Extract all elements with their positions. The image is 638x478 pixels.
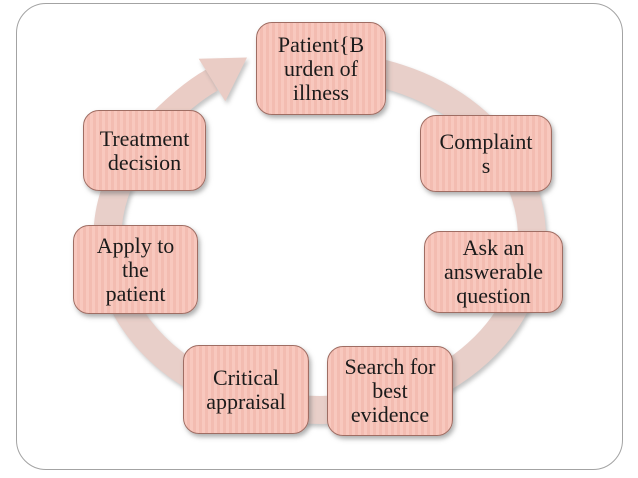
- step-text-line: decision: [107, 149, 182, 175]
- cycle-arrow-head: [198, 57, 247, 102]
- cycle-step-ask-an-answerable-question: Ask an answerable question: [424, 231, 563, 313]
- step-text-line: question: [456, 283, 531, 308]
- step-text-line: the: [122, 256, 149, 282]
- cycle-step-complaints: Complaint s: [420, 115, 552, 192]
- step-text-line: Patient{B: [277, 31, 365, 57]
- cycle-step-treatment-decision: Treatment decision: [83, 110, 206, 191]
- step-text-line: urden of: [284, 55, 358, 81]
- step-text-line: s: [481, 152, 491, 178]
- cycle-step-patient-burden-of-illness: Patient{B urden of illness: [256, 22, 386, 115]
- step-text-line: evidence: [350, 402, 430, 427]
- step-text-line: appraisal: [206, 388, 286, 414]
- step-text-line: best: [372, 378, 408, 403]
- step-text-line: Critical: [213, 364, 279, 390]
- cycle-step-critical-appraisal: Critical appraisal: [183, 345, 309, 434]
- step-text-line: Apply to: [96, 232, 175, 258]
- slide-frame-border: [16, 3, 623, 470]
- step-text-line: patient: [105, 280, 166, 306]
- cycle-step-search-for-best-evidence: Search for best evidence: [327, 346, 453, 436]
- step-text-line: Ask an: [462, 235, 525, 260]
- step-text-line: Complaint: [439, 128, 533, 154]
- step-text-line: illness: [292, 79, 350, 105]
- step-text-line: Search for: [344, 354, 436, 379]
- step-text-line: answerable: [444, 259, 543, 284]
- cycle-step-apply-to-the-patient: Apply to the patient: [73, 225, 198, 314]
- step-text-line: Treatment: [99, 125, 190, 151]
